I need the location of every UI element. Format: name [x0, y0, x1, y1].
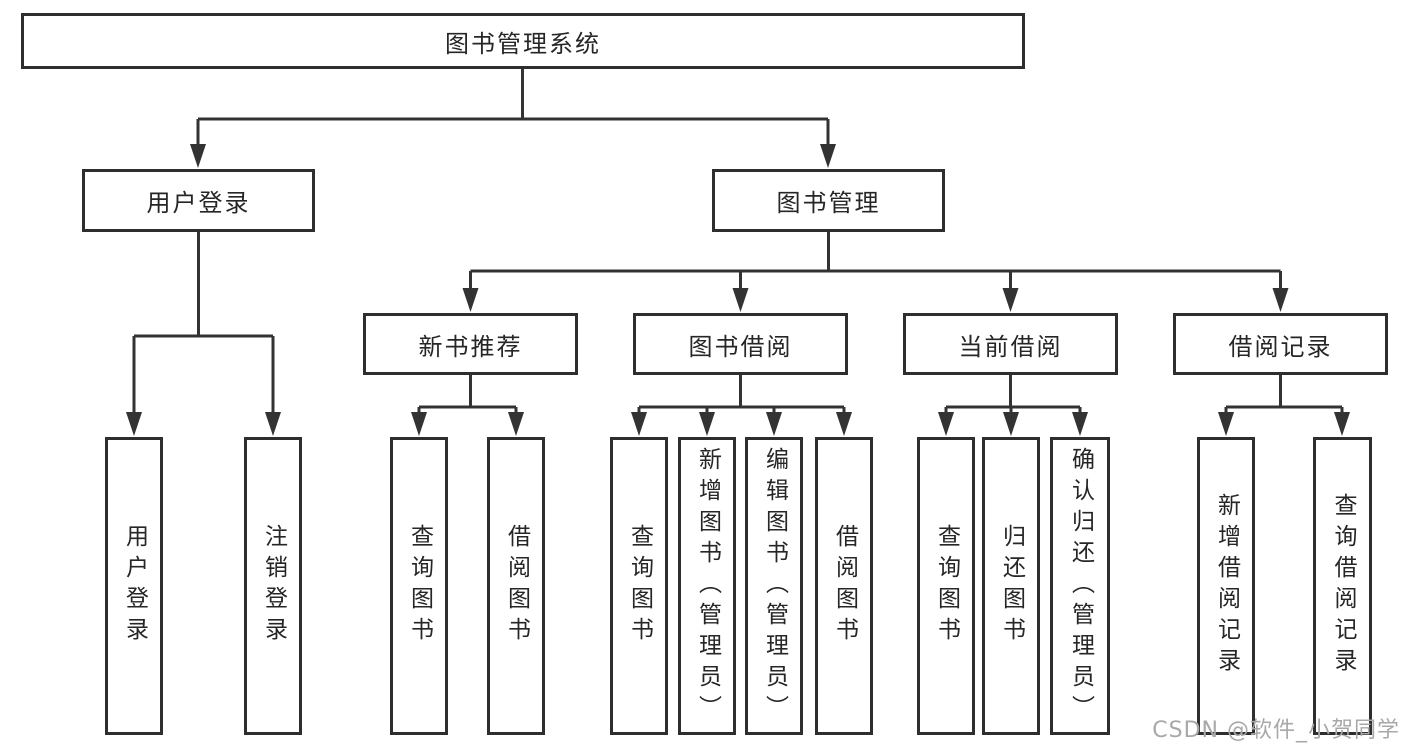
node-borrowing-records: 借阅记录 [1173, 313, 1388, 375]
leaf-query-borrow-record: 查询借阅记录 [1313, 437, 1372, 735]
leaf-query-books-current: 查询图书 [917, 437, 975, 735]
leaf-add-book-admin: 新增图书（管理员） [678, 437, 736, 735]
node-current-borrowing: 当前借阅 [903, 313, 1118, 375]
leaf-return-books: 归还图书 [982, 437, 1040, 735]
node-user-login: 用户登录 [82, 169, 315, 232]
leaf-add-borrow-record: 新增借阅记录 [1197, 437, 1255, 735]
leaf-query-books-borrow: 查询图书 [610, 437, 668, 735]
leaf-borrow-books: 借阅图书 [815, 437, 873, 735]
leaf-edit-book-admin: 编辑图书（管理员） [745, 437, 803, 735]
watermark: CSDN @软件_小贺同学 [1152, 718, 1400, 743]
leaf-borrow-books-recommend: 借阅图书 [487, 437, 545, 735]
leaf-query-books-recommend: 查询图书 [390, 437, 448, 735]
node-library-system: 图书管理系统 [21, 13, 1025, 69]
node-book-borrowing: 图书借阅 [633, 313, 848, 375]
node-new-book-recommend: 新书推荐 [363, 313, 578, 375]
leaf-user-login: 用户登录 [105, 437, 163, 735]
leaf-logout: 注销登录 [244, 437, 302, 735]
leaf-confirm-return-admin: 确认归还（管理员） [1050, 437, 1110, 735]
node-book-management: 图书管理 [712, 169, 945, 232]
